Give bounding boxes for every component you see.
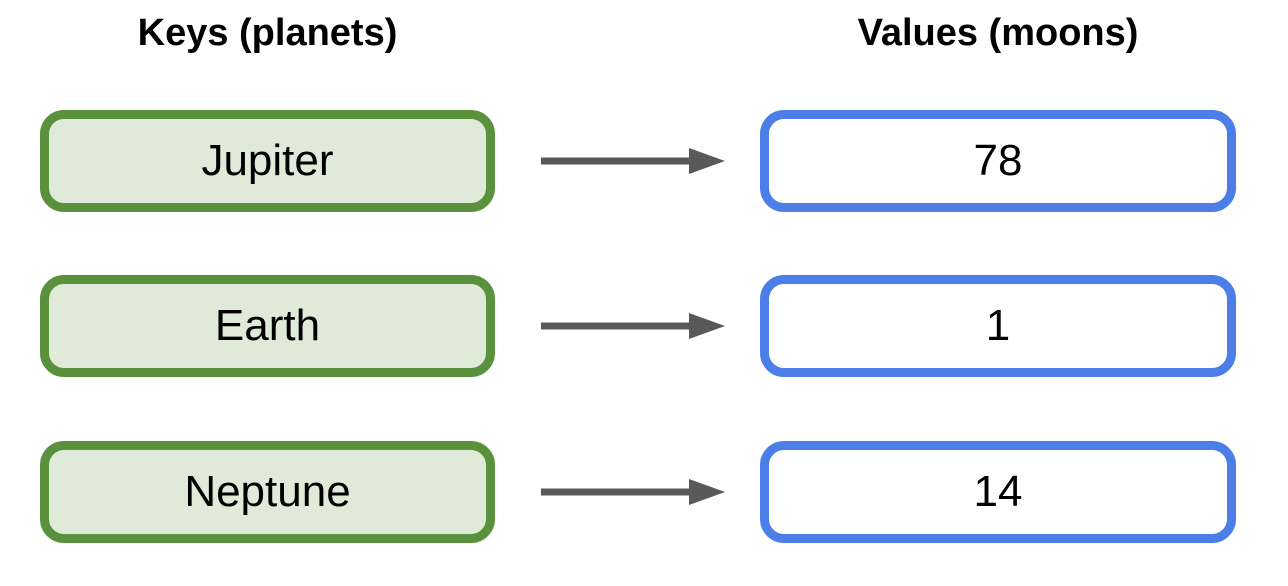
- mapping-row: Earth 1: [0, 275, 1288, 377]
- value-label: 14: [973, 467, 1023, 516]
- key-box-earth: Earth: [40, 275, 495, 377]
- right-arrow-icon: [541, 479, 725, 505]
- key-box-neptune: Neptune: [40, 441, 495, 543]
- key-label: Neptune: [184, 467, 351, 516]
- value-label: 78: [973, 136, 1023, 185]
- keys-column-header: Keys (planets): [137, 12, 398, 54]
- values-column-header: Values (moons): [857, 12, 1139, 54]
- right-arrow-icon: [541, 148, 725, 174]
- value-box-earth: 1: [760, 275, 1236, 377]
- value-label: 1: [985, 301, 1011, 350]
- mapping-row: Jupiter 78: [0, 110, 1288, 212]
- mapping-row: Neptune 14: [0, 441, 1288, 543]
- key-box-jupiter: Jupiter: [40, 110, 495, 212]
- key-label: Jupiter: [201, 136, 334, 185]
- right-arrow-icon: [541, 313, 725, 339]
- value-box-jupiter: 78: [760, 110, 1236, 212]
- value-box-neptune: 14: [760, 441, 1236, 543]
- key-label: Earth: [214, 301, 321, 350]
